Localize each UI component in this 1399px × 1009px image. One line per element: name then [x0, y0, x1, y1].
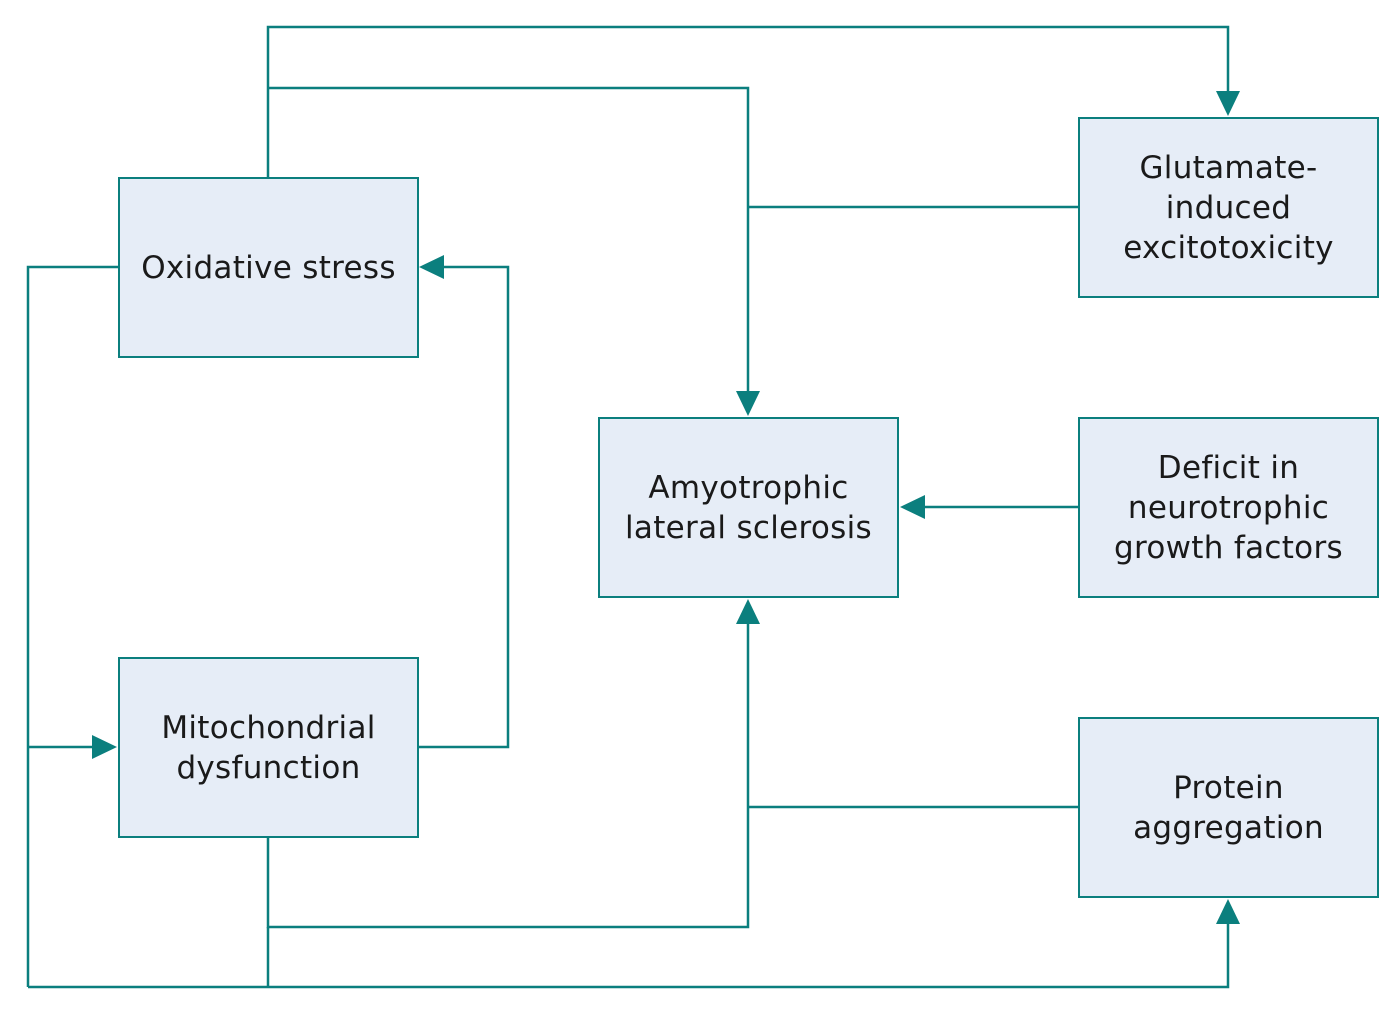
node-neurotrophic-deficit: Deficit in neurotrophic growth factors — [1078, 417, 1379, 598]
node-mitochondrial-dysfunction: Mitochondrial dysfunction — [118, 657, 419, 838]
node-protein-line-1: Protein — [1173, 769, 1284, 806]
node-neurotrophic-line-2: neurotrophic — [1127, 489, 1330, 526]
arrowhead-glutamate — [1216, 91, 1240, 116]
node-oxidative-stress: Oxidative stress — [118, 177, 419, 358]
arrowhead-mitochondrial — [92, 735, 117, 759]
connector-mitochondrial-to-oxidative — [418, 265, 510, 749]
connector-oxidative-to-mitochondrial — [26, 265, 118, 987]
node-glutamate-line-3: excitotoxicity — [1123, 229, 1334, 266]
node-oxidative-stress-line-1: Oxidative stress — [141, 249, 396, 286]
connector-oxidative-to-als — [268, 86, 750, 396]
node-mitochondrial-dysfunction-line-1: Mitochondrial — [161, 709, 376, 746]
node-amyotrophic-lateral-sclerosis: Amyotrophic lateral sclerosis — [598, 417, 899, 598]
arrowhead-als-top — [736, 391, 760, 416]
node-als-line-2: lateral sclerosis — [625, 509, 872, 546]
node-neurotrophic-line-3: growth factors — [1114, 529, 1343, 566]
node-glutamate-line-1: Glutamate- — [1139, 149, 1318, 186]
arrowhead-als-right — [900, 495, 925, 519]
node-als-line-1: Amyotrophic — [648, 469, 849, 506]
node-neurotrophic-line-1: Deficit in — [1157, 449, 1300, 486]
connector-mitochondrial-to-als — [266, 620, 750, 929]
node-glutamate-line-2: induced — [1165, 189, 1292, 226]
arrowhead-oxidative — [419, 255, 444, 279]
node-protein-aggregation: Protein aggregation — [1078, 717, 1379, 898]
node-protein-line-2: aggregation — [1133, 809, 1324, 846]
arrowhead-als-bottom — [736, 599, 760, 624]
arrowhead-protein — [1216, 899, 1240, 924]
connector-to-protein — [28, 920, 1230, 989]
connector-oxidative-to-glutamate — [266, 25, 1230, 178]
node-glutamate-excitotoxicity: Glutamate- induced excitotoxicity — [1078, 117, 1379, 298]
node-mitochondrial-dysfunction-line-2: dysfunction — [176, 749, 361, 786]
